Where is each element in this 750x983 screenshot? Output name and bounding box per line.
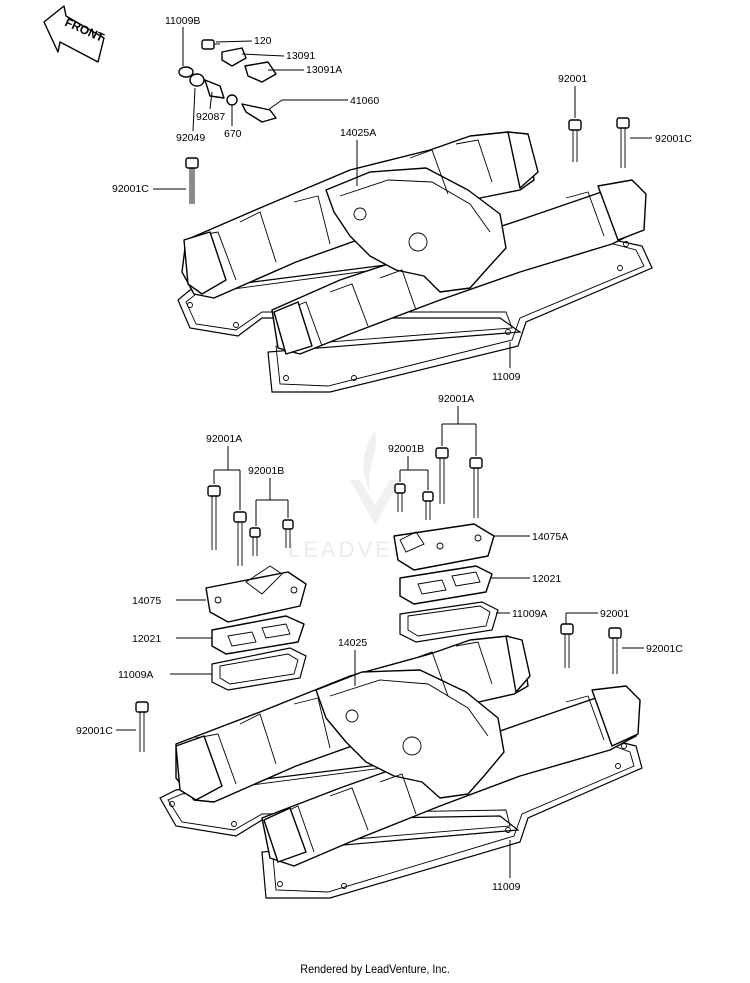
footer-text: Rendered by LeadVenture, Inc.: [300, 962, 450, 976]
gasket-11009B: [178, 66, 194, 78]
bolt-92001C-left-upper: [185, 157, 199, 204]
callout-11009-bottom: 11009: [492, 881, 521, 893]
callout-14075: 14075: [132, 595, 161, 607]
gasket-11009A-right: [399, 601, 499, 643]
bolt-92001-upper: [568, 119, 582, 162]
bolt-92001A-right-2: [469, 457, 483, 518]
head-cover-upper: [177, 131, 653, 393]
callout-12021-left: 12021: [132, 633, 161, 645]
bolt-92001A-left-2: [233, 511, 247, 566]
bolt-92001-lower: [560, 623, 574, 668]
bolt-92001B-right-1: [394, 483, 406, 512]
callout-13091: 13091: [286, 50, 315, 62]
callout-11009A-right: 11009A: [512, 608, 547, 620]
plate-13091: [221, 47, 247, 67]
callout-14025A: 14025A: [340, 127, 376, 139]
front-arrow-icon: FRONT: [43, 5, 107, 63]
callout-41060: 41060: [350, 95, 379, 107]
plate-13091A: [244, 61, 277, 83]
head-cover-lower: [159, 635, 643, 899]
lower-bolts: [135, 623, 622, 752]
callout-92001-bottom: 92001: [600, 608, 629, 620]
callout-92049: 92049: [176, 132, 205, 144]
bolt-92001C-right-lower: [608, 627, 622, 674]
upper-bolts: [185, 117, 630, 204]
callout-670: 670: [224, 128, 242, 140]
footer-credit: Rendered by LeadVenture, Inc.: [0, 962, 750, 976]
bolt-92001A-left-1: [207, 485, 221, 550]
gasket-11009A-left: [211, 647, 307, 691]
breather-stack-right: [393, 447, 499, 643]
callout-92001B-left: 92001B: [248, 465, 284, 477]
callout-14075A: 14075A: [532, 531, 568, 543]
breather-cover-14075A: [393, 523, 495, 571]
callout-92087: 92087: [196, 111, 225, 123]
plate-12021-left: [211, 615, 305, 655]
callout-92001A-right: 92001A: [438, 393, 474, 405]
breather-cover-14025: [315, 669, 505, 799]
callout-11009-top: 11009: [492, 371, 521, 383]
callout-92001B-right: 92001B: [388, 443, 424, 455]
callout-92001C-top-right: 92001C: [655, 133, 692, 145]
ring-92049: [189, 73, 205, 87]
plate-12021-right: [399, 565, 493, 605]
callout-11009A-left: 11009A: [118, 669, 153, 681]
watermark-logo: LEADVENTURE: [288, 430, 481, 562]
bolt-120: [201, 39, 220, 50]
breather-cover-14075: [205, 571, 307, 623]
callout-92001C-top-left: 92001C: [112, 183, 149, 195]
bolt-92001B-right-2: [422, 491, 434, 520]
bolt-92001B-left-2: [282, 519, 294, 548]
fitting-92087: [204, 79, 225, 99]
callout-14025: 14025: [338, 637, 367, 649]
bolt-92001C-right-upper: [616, 117, 630, 168]
bolt-92001C-left-lower: [135, 701, 149, 752]
callout-92001A-left: 92001A: [206, 433, 242, 445]
oring-670: [226, 94, 238, 106]
breather-parts-group: 11009B 120 13091 13091A 41060 92087 9204…: [165, 15, 379, 144]
callout-13091A: 13091A: [306, 64, 342, 76]
gasket-holes-lower: [169, 743, 627, 889]
callout-92001C-bottom-right: 92001C: [646, 643, 683, 655]
callout-92001-top: 92001: [558, 73, 587, 85]
bolt-92001A-right-1: [435, 447, 449, 504]
callout-120: 120: [254, 35, 272, 47]
gasket-holes-upper: [187, 241, 629, 381]
callout-12021-right: 12021: [532, 573, 561, 585]
shaft-41060: [241, 103, 277, 123]
bolt-92001B-left-1: [249, 527, 261, 556]
breather-stack-left: [205, 485, 307, 691]
callout-92001C-bottom-left: 92001C: [76, 725, 113, 737]
callout-11009B: 11009B: [165, 15, 200, 27]
